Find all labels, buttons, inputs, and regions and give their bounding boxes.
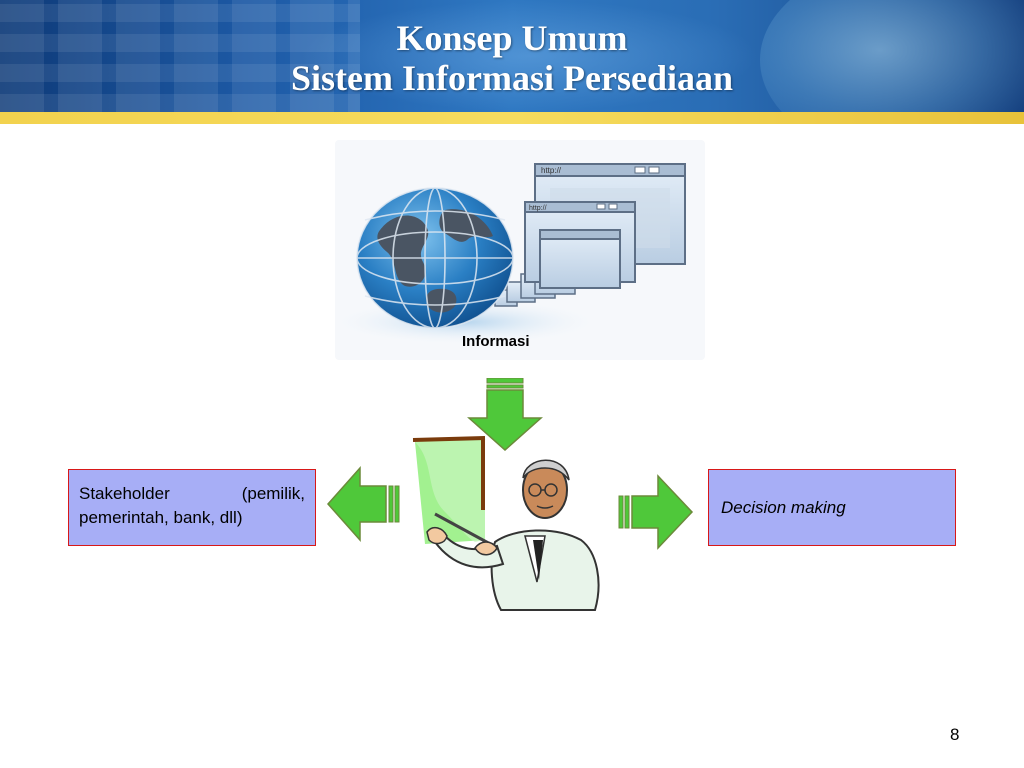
gold-divider-bar [0,112,1024,124]
arrow-left-icon [326,466,400,542]
decision-making-text: Decision making [721,498,846,517]
header-globe-decoration [760,0,1024,112]
globe-icon [356,187,514,329]
stakeholder-box: Stakeholder (pemilik, pemerintah, bank, … [68,469,316,546]
page-number: 8 [950,725,960,744]
stakeholder-line-1: Stakeholder (pemilik, [79,482,305,506]
information-illustration: http:// http:// [335,140,705,360]
browser-window-icon [539,229,621,289]
header-tile-pattern [0,0,360,112]
arrow-down-icon [467,378,543,452]
information-label: Informasi [462,333,530,350]
stakeholder-word: Stakeholder [79,484,170,503]
stakeholder-line-2: pemerintah, bank, dll) [79,508,243,527]
globe-windows-graphic: http:// http:// [335,163,686,344]
svg-text:http://: http:// [541,166,562,175]
header-banner: Konsep Umum Sistem Informasi Persediaan [0,0,1024,112]
svg-text:http://: http:// [529,205,547,212]
presenter-clipart [412,436,600,611]
pemilik-word: (pemilik, [241,484,305,503]
header-glow [300,0,760,112]
decision-making-box: Decision making [708,469,956,546]
title-line-1: Konsep Umum [396,18,628,58]
slide-title: Konsep Umum Sistem Informasi Persediaan [0,18,1024,98]
title-line-2: Sistem Informasi Persediaan [291,58,733,98]
arrow-right-icon [618,474,694,550]
